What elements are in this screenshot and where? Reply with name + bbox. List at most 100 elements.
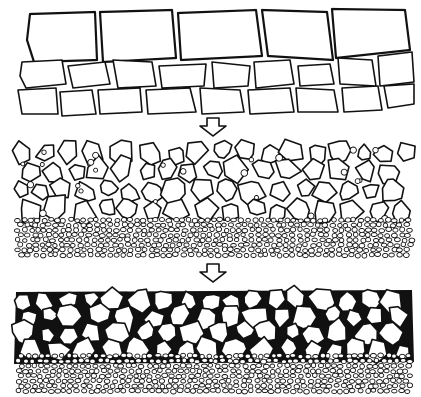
fine-grain [241, 233, 245, 237]
fine-grain [43, 237, 48, 242]
fine-grain [235, 364, 240, 368]
fine-grain [387, 359, 392, 363]
fine-grain [136, 247, 141, 251]
fine-grain [194, 223, 200, 227]
fine-grain [371, 248, 376, 252]
stone-fragment [15, 295, 32, 311]
stone-fragment [275, 159, 301, 178]
fine-grain [74, 253, 80, 257]
fine-grain [47, 383, 53, 388]
fine-grain [147, 378, 152, 382]
small-pebble [40, 163, 44, 167]
fine-grain [308, 248, 314, 253]
fine-grain [285, 363, 290, 368]
fine-grain [389, 253, 394, 257]
fine-grain [393, 228, 398, 232]
fine-grain [315, 223, 320, 227]
fine-grain [391, 378, 396, 383]
fine-grain [374, 358, 378, 362]
fine-grain [404, 247, 409, 251]
fine-grain [125, 384, 130, 388]
fine-grain [345, 218, 351, 222]
fine-grain [397, 223, 402, 227]
fine-grain [53, 252, 57, 256]
fine-grain [100, 365, 105, 369]
fine-grain [33, 385, 38, 389]
fine-grain [387, 353, 392, 358]
fine-grain [337, 365, 343, 369]
fine-grain [57, 373, 61, 377]
fine-grain [375, 252, 381, 256]
fine-grain [96, 247, 102, 252]
fine-grain [80, 253, 86, 257]
fine-grain [228, 223, 233, 227]
fine-grain [290, 370, 295, 374]
fine-grain [81, 218, 86, 222]
fine-grain [356, 379, 362, 384]
fine-grain [367, 359, 372, 363]
fine-grain [67, 253, 72, 257]
fine-grain [278, 218, 283, 222]
fine-grain [353, 243, 358, 248]
fine-grain [213, 379, 218, 383]
fine-grain [214, 238, 219, 242]
block [298, 64, 334, 86]
fine-grain [60, 254, 66, 258]
small-pebble [241, 170, 248, 177]
fine-grain [293, 359, 299, 363]
fine-grain [199, 378, 204, 382]
fine-grain [116, 359, 122, 363]
fine-grain [182, 229, 188, 233]
fine-grain [365, 223, 370, 227]
fine-grain [155, 354, 161, 358]
fine-grain [344, 369, 350, 373]
fine-grain [222, 247, 227, 252]
fine-grain [143, 359, 148, 363]
fine-grain [398, 364, 403, 368]
fine-grain [38, 233, 43, 238]
fine-grain [353, 359, 358, 363]
fine-grain [251, 365, 256, 369]
fine-grain [81, 354, 86, 358]
stone-fragment [202, 294, 221, 310]
fine-grain [78, 243, 83, 247]
fine-grain [153, 218, 158, 222]
fine-grain [330, 369, 336, 373]
block [338, 58, 376, 86]
fine-grain [309, 253, 314, 257]
down-arrow [200, 118, 226, 136]
fine-grain [342, 254, 348, 258]
fine-grain [339, 218, 344, 222]
fine-grain [147, 232, 152, 237]
fine-grain [94, 354, 99, 358]
fine-grain [241, 383, 247, 388]
fine-grain [166, 384, 172, 389]
fine-grain [261, 383, 267, 388]
stone-fragment [141, 163, 155, 179]
stone-fragment [69, 165, 85, 180]
fine-grain [328, 379, 333, 383]
fine-grain [149, 359, 154, 363]
fine-grain [73, 364, 78, 368]
fine-grain [135, 219, 140, 223]
stone-fragment [204, 161, 223, 178]
fine-grain [358, 354, 363, 358]
fine-grain [100, 354, 106, 358]
fine-grain [70, 374, 76, 378]
fine-grain [286, 354, 291, 358]
fine-grain [181, 379, 186, 383]
fine-grain [304, 369, 309, 374]
fine-grain [399, 218, 403, 222]
fine-grain [180, 238, 185, 242]
fine-grain [349, 380, 354, 384]
fine-grain [270, 233, 275, 237]
fine-grain [259, 354, 263, 359]
fine-grain [220, 237, 225, 242]
fine-grain [64, 243, 70, 247]
fine-grain [324, 242, 329, 246]
fine-grain [121, 253, 125, 257]
fine-grain [351, 368, 356, 372]
fine-grain [242, 238, 247, 242]
fine-grain [139, 243, 144, 247]
fine-grain [23, 379, 28, 383]
